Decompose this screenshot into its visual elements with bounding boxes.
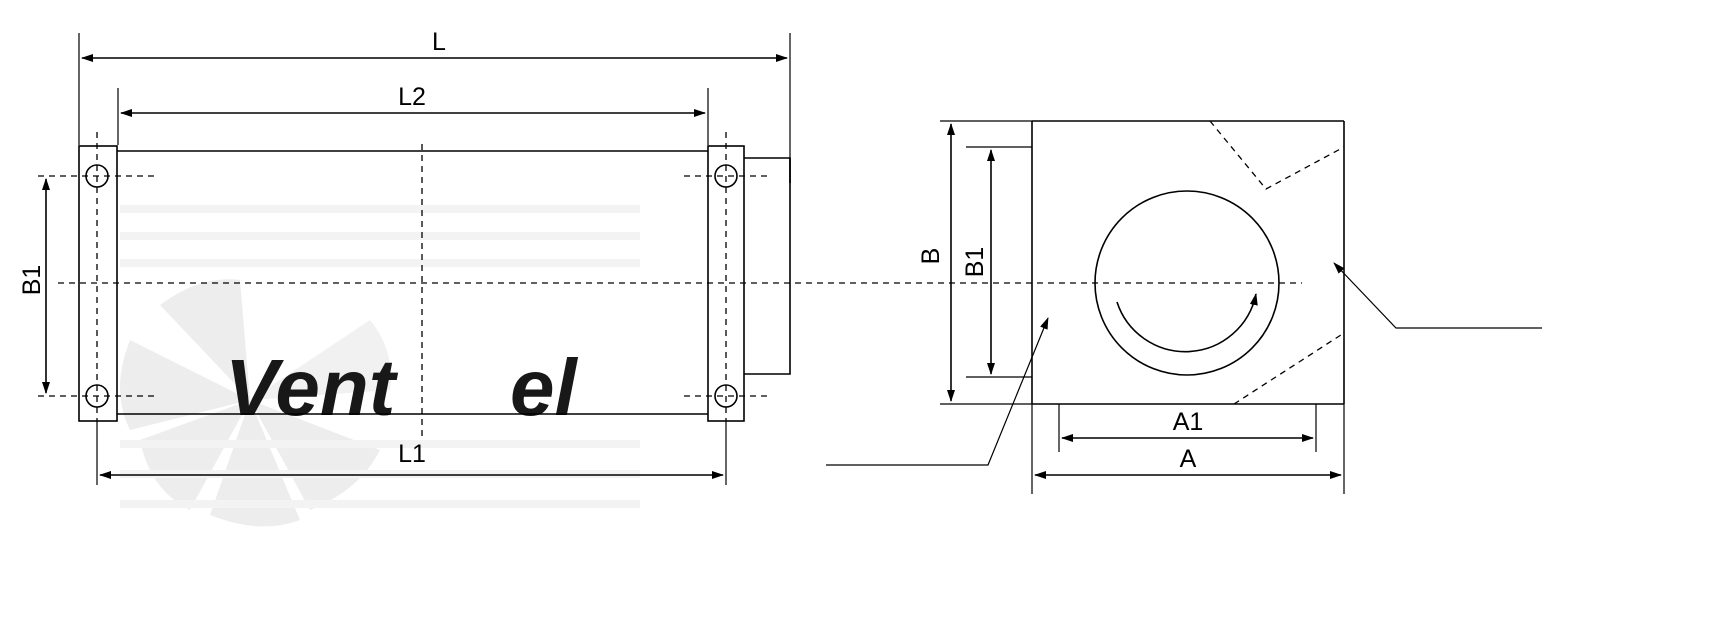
label-B1-side: B1: [18, 265, 46, 296]
label-L: L: [432, 28, 446, 56]
fan-logo: [120, 279, 391, 527]
outlet-spigot: [744, 157, 791, 375]
front-view: B B1 A1 A: [826, 120, 1542, 494]
impeller-circle: [1094, 190, 1280, 376]
label-B: B: [917, 248, 945, 265]
side-view: L L2 L1 B1: [18, 28, 791, 485]
label-L1: L1: [398, 440, 426, 468]
label-L2: L2: [398, 83, 426, 111]
watermark-ven: Vent: [225, 343, 399, 432]
label-A: A: [1180, 445, 1197, 473]
label-B1-front: B1: [961, 247, 989, 278]
hidden-line-bottom: [1233, 332, 1345, 405]
leader-line-left: [826, 317, 1049, 466]
leader-line-right: [1333, 262, 1542, 329]
rotation-arrow: [1116, 293, 1258, 353]
ventel-watermark: Vent el: [120, 205, 640, 527]
hidden-line-top: [1209, 120, 1345, 190]
label-A1: A1: [1173, 408, 1204, 436]
watermark-el: el: [510, 343, 578, 432]
